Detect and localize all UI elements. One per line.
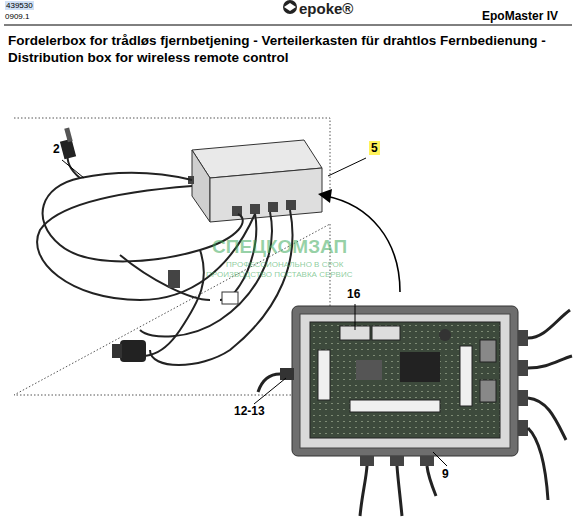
logo-mark xyxy=(283,0,297,14)
callout-number: 12-13 xyxy=(234,404,265,418)
callout-number: 5 xyxy=(369,141,380,155)
leader-lines xyxy=(62,158,447,466)
brand-logo: epoke® xyxy=(299,0,353,17)
model-name: EpoMaster IV xyxy=(482,9,558,23)
watermark: ПРОФЕССИОНАЛЬНО В СРОК xyxy=(226,260,343,269)
watermark: СПЕЦКОМЗАП xyxy=(212,236,347,258)
header-rule xyxy=(4,25,572,26)
cable-harness xyxy=(37,152,292,365)
callout-number: 9 xyxy=(442,467,449,481)
arrow-head xyxy=(318,189,332,203)
watermark: ПРОИЗВОДСТВО ПОСТАВКА СЕРВИС xyxy=(206,270,352,279)
callout-number: 2 xyxy=(53,142,60,156)
title: Fordelerbox for trådløs fjernbetjening -… xyxy=(8,32,568,66)
open-box-photo xyxy=(280,306,528,466)
box-cables xyxy=(258,310,572,516)
revision: 0909.1 xyxy=(5,12,29,21)
distribution-box xyxy=(188,140,322,222)
connector-plugs xyxy=(60,127,238,362)
callout-number: 16 xyxy=(347,287,360,301)
doc-number: 439530 xyxy=(5,1,34,10)
